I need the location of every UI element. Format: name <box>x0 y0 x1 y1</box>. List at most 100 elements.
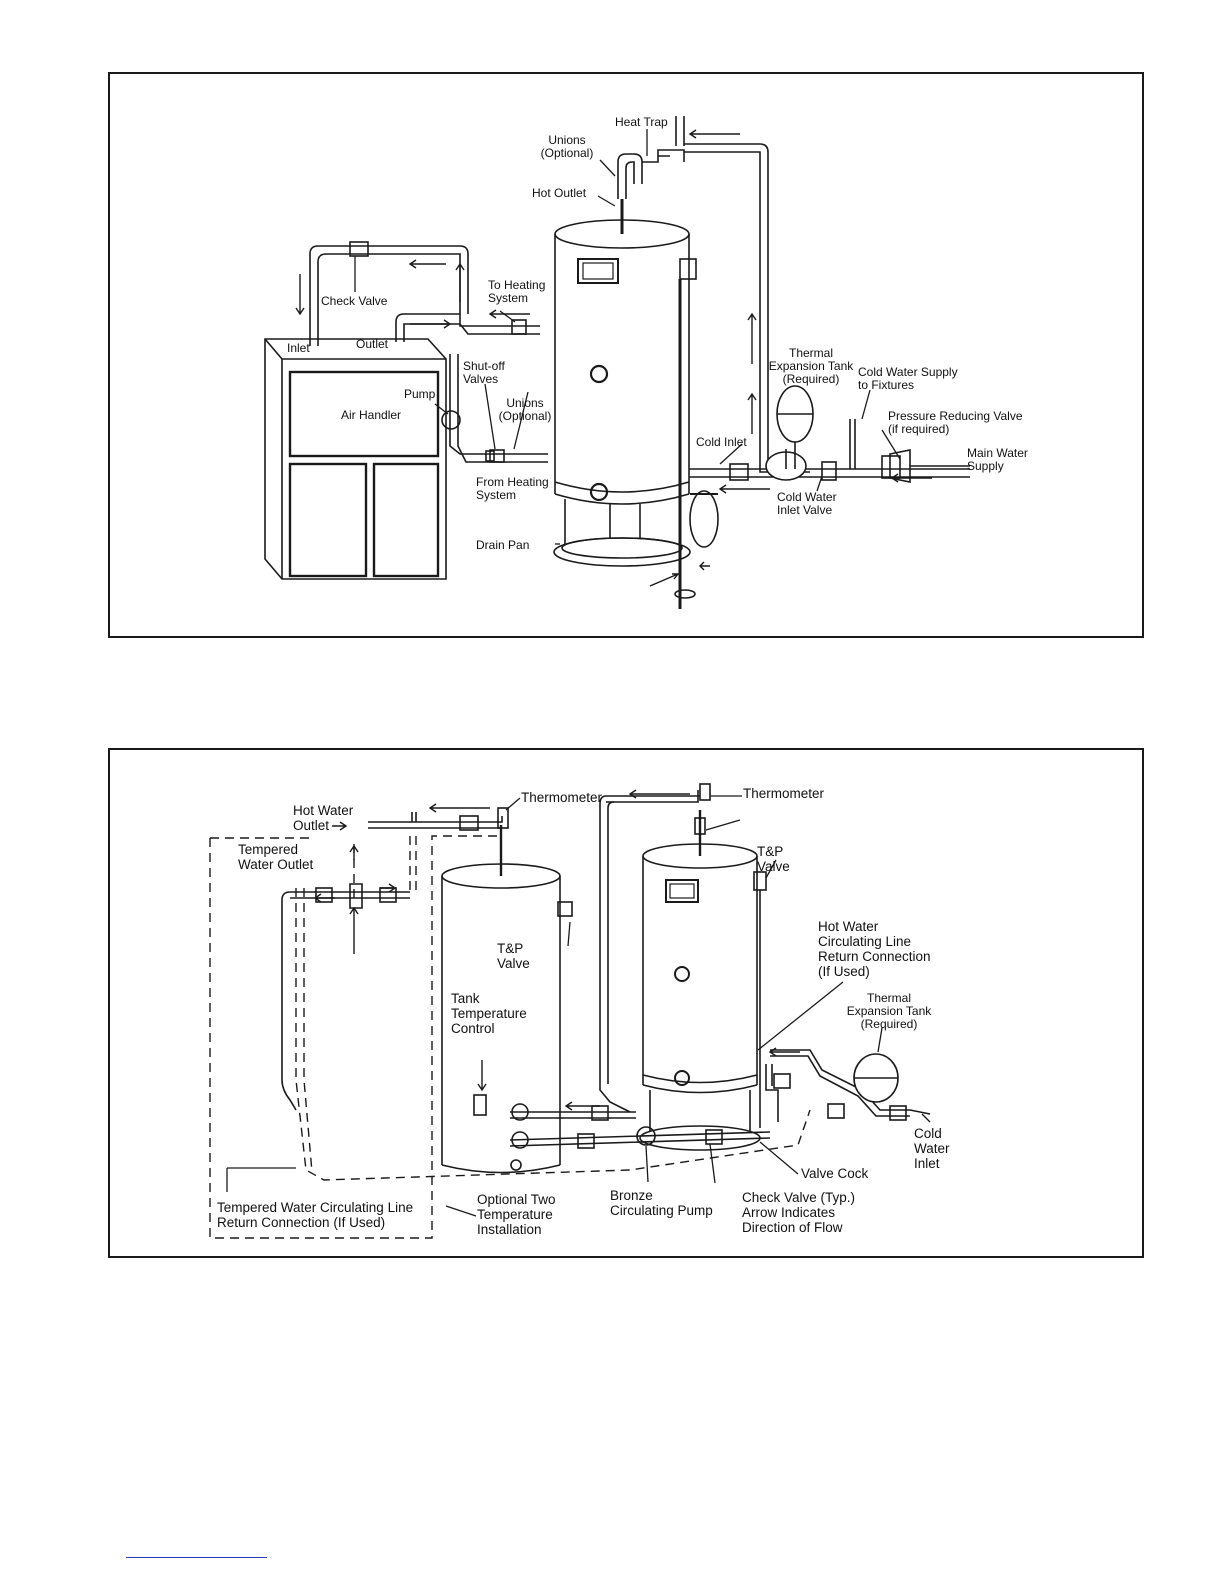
label-thermal2-line1: Thermal <box>866 991 911 1005</box>
label-thermal2-line3: (Required) <box>860 1017 918 1031</box>
label-check-valve-typ: Check Valve (Typ.) Arrow Indicates Direc… <box>742 1190 855 1235</box>
label-to-heating-line2: System <box>488 291 529 305</box>
label-pump: Pump <box>404 387 436 401</box>
label-tp-valve-left-line2: Valve <box>497 956 530 971</box>
label-hot-water-outlet-line2: Outlet <box>293 818 330 833</box>
label-thermal-expansion-tank: Thermal Expansion Tank (Required) <box>768 347 854 386</box>
label-from-heating-system: From Heating System <box>476 476 549 502</box>
heating-system-diagram <box>264 116 970 609</box>
label-bronze-circulating-pump: Bronze Circulating Pump <box>610 1188 713 1218</box>
storage-tank <box>441 825 573 1174</box>
label-tempered-water-outlet: Tempered Water Outlet <box>238 842 313 872</box>
label-thermal-line3: (Required) <box>782 372 840 386</box>
label-unions-mid-line1: Unions <box>506 396 544 410</box>
label-cold-inlet: Cold Inlet <box>696 435 747 449</box>
label-tempered-outlet-line2: Water Outlet <box>238 857 314 872</box>
label-pressure-reducing-valve: Pressure Reducing Valve (if required) <box>888 410 1023 436</box>
label-thermal-line1: Thermal <box>788 346 833 360</box>
label-hot-outlet: Hot Outlet <box>532 186 587 200</box>
label-prv-line2: (if required) <box>888 422 950 436</box>
diagram-panel-two-temperature: Hot Water Outlet Thermometer Thermometer… <box>108 748 1144 1258</box>
inter-tank-piping <box>509 783 771 1149</box>
label-tp-valve-right: T&P Valve <box>757 844 790 874</box>
leader-lines-2 <box>226 795 931 1217</box>
label-tempered-water-circulating-line: Tempered Water Circulating Line Return C… <box>217 1200 413 1230</box>
leader-lines <box>354 129 901 545</box>
air-handler-loop-piping <box>309 241 548 463</box>
label-tank-temp-line3: Control <box>451 1021 495 1036</box>
label-unions-mid: Unions (Optional) <box>495 397 555 423</box>
hot-outlet-piping <box>617 116 810 473</box>
air-handler-cabinet <box>264 338 447 580</box>
label-heat-trap: Heat Trap <box>615 115 668 129</box>
label-check-valve-typ-line3: Direction of Flow <box>742 1220 843 1235</box>
footer-link-underline[interactable] <box>126 1557 267 1558</box>
label-tp-valve-left-line1: T&P <box>497 941 524 956</box>
label-cold-water-inlet: Cold Water Inlet <box>914 1126 950 1171</box>
label-tempered-circ-line1: Tempered Water Circulating Line <box>217 1200 414 1215</box>
label-unions-top-line2: (Optional) <box>540 146 594 160</box>
label-cold-supply-line1: Cold Water Supply <box>858 365 958 379</box>
label-cold-water-supply: Cold Water Supply to Fixtures <box>858 366 958 392</box>
label-check-valve: Check Valve <box>321 294 388 308</box>
flow-arrows <box>295 129 932 587</box>
label-hw-circ-line4: (If Used) <box>818 964 870 979</box>
label-drain-pan: Drain Pan <box>476 538 530 552</box>
two-temperature-diagram <box>209 783 931 1239</box>
label-unions-top: Unions (Optional) <box>535 134 599 160</box>
label-from-heating-line1: From Heating <box>476 475 549 489</box>
label-cold-water-inlet-line2: Water <box>914 1141 950 1156</box>
label-unions-mid-line2: (Optional) <box>498 409 552 423</box>
label-shutoff-valves: Shut-off Valves <box>463 360 505 386</box>
label-from-heating-line2: System <box>476 488 517 502</box>
label-unions-top-line1: Unions <box>548 133 586 147</box>
label-cold-water-inlet-valve: Cold Water Inlet Valve <box>777 491 837 517</box>
label-main-water-line1: Main Water <box>967 446 1028 460</box>
water-heater-tank <box>553 199 691 567</box>
label-thermometer-right: Thermometer <box>743 786 825 801</box>
label-optional-two-line1: Optional Two <box>477 1192 556 1207</box>
flow-arrows-2 <box>313 789 800 1111</box>
label-shutoff-line2: Valves <box>463 372 499 386</box>
label-hw-circ-line2: Circulating Line <box>818 934 912 949</box>
label-valve-cock: Valve Cock <box>801 1166 869 1181</box>
label-tempered-circ-line2: Return Connection (If Used) <box>217 1215 386 1230</box>
label-optional-two-line3: Installation <box>477 1222 542 1237</box>
label-cold-inlet-valve-line2: Inlet Valve <box>777 503 833 517</box>
thermal-expansion-tank <box>776 385 814 469</box>
pressure-reducing-valve <box>889 449 970 483</box>
label-cold-water-inlet-line1: Cold <box>914 1126 942 1141</box>
label-tempered-outlet-line1: Tempered <box>238 842 299 857</box>
label-tank-temp-line1: Tank <box>451 991 480 1006</box>
label-main-water-supply: Main Water Supply <box>967 447 1028 473</box>
label-inlet: Inlet <box>287 341 310 355</box>
label-thermal-expansion-tank-2: Thermal Expansion Tank (Required) <box>846 992 932 1031</box>
water-heater-tank-right <box>639 810 767 1151</box>
label-bronze-line2: Circulating Pump <box>610 1203 713 1218</box>
label-cold-supply-line2: to Fixtures <box>858 378 915 392</box>
label-tp-valve-left: T&P Valve <box>497 941 530 971</box>
label-cold-inlet-valve-line1: Cold Water <box>777 490 837 504</box>
label-check-valve-typ-line1: Check Valve (Typ.) <box>742 1190 856 1205</box>
label-tp-valve-right-line2: Valve <box>757 859 790 874</box>
label-thermometer-left: Thermometer <box>521 790 603 805</box>
label-tank-temperature-control: Tank Temperature Control <box>451 991 527 1036</box>
label-hw-circ-line3: Return Connection <box>818 949 931 964</box>
label-tank-temp-line2: Temperature <box>451 1006 527 1021</box>
label-check-valve-typ-line2: Arrow Indicates <box>742 1205 836 1220</box>
label-hot-water-outlet-line1: Hot Water <box>293 803 354 818</box>
label-prv-line1: Pressure Reducing Valve <box>888 409 1023 423</box>
label-to-heating-system: To Heating System <box>488 279 545 305</box>
label-main-water-line2: Supply <box>967 459 1004 473</box>
label-thermal-line2: Expansion Tank <box>768 359 854 373</box>
hot-water-header <box>368 807 509 831</box>
label-bronze-line1: Bronze <box>610 1188 653 1203</box>
label-hot-water-outlet: Hot Water Outlet <box>293 803 353 833</box>
label-optional-two-line2: Temperature <box>477 1207 553 1222</box>
label-air-handler: Air Handler <box>341 408 402 422</box>
label-outlet: Outlet <box>356 337 389 351</box>
label-to-heating-line1: To Heating <box>488 278 546 292</box>
label-hw-circ-line1: Hot Water <box>818 919 879 934</box>
label-thermal2-line2: Expansion Tank <box>846 1004 932 1018</box>
label-hot-water-circulating-line: Hot Water Circulating Line Return Connec… <box>818 919 931 979</box>
